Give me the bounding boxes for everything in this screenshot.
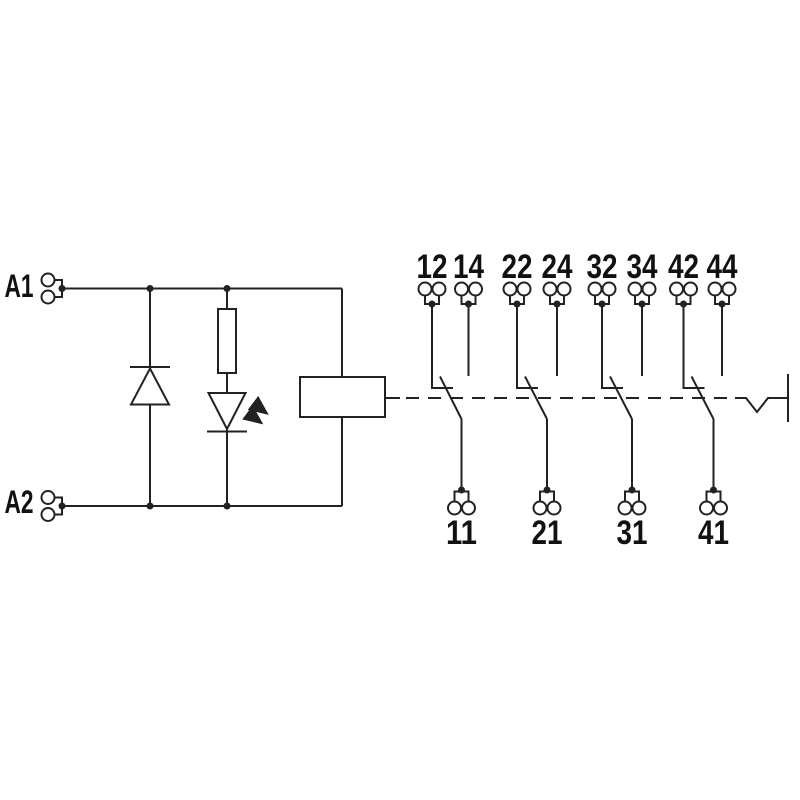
nc-terminal-label: 12 [417,248,448,286]
terminal-circle [468,281,483,297]
nc-contact-wire [431,304,453,389]
contact-group-3: 32 34 31 [587,248,658,552]
junction-dot [223,502,231,510]
nc-terminal-label: 32 [587,248,618,286]
common-terminal-label: 11 [446,514,477,552]
switch-arm [524,376,548,420]
junction-dot [146,285,154,292]
switch-arm [439,376,463,420]
terminal-circle [542,281,558,297]
terminal-circle [40,507,56,522]
terminal-circle [431,281,447,297]
nc-terminal-label: 42 [668,248,699,286]
terminal-circle [601,281,617,297]
junction-dot [223,285,231,292]
resistor-icon [217,308,237,374]
terminal-a2: A2 [5,484,66,522]
terminal-circle [40,490,56,505]
terminal-a1: A1 [5,268,66,305]
terminal-circle [683,281,698,297]
a2-label: A2 [5,484,34,520]
diode-triangle [129,366,171,406]
relay-coil-branch [299,288,400,506]
terminal-circle [627,281,643,297]
nc-contact-wire [682,304,705,389]
terminal-circle [707,281,723,297]
nc-contact-wire [601,304,623,389]
contact-group-1: 12 14 11 [417,248,485,552]
terminal-circle [417,281,433,297]
light-emission-arrow [242,405,264,425]
terminal-bracket [624,490,640,502]
no-terminal-label: 44 [707,248,738,286]
led-icon [206,392,269,433]
actuator-link [406,374,789,422]
terminal-circle [713,500,728,516]
terminal-circle [40,272,56,288]
led-indicator-branch [206,285,269,510]
terminal-circle [617,500,633,516]
terminal-circle [699,500,714,516]
actuator-kink [735,397,788,414]
freewheel-diode-branch [129,285,171,510]
terminal-bracket [705,490,722,502]
a1-label: A1 [5,268,34,304]
no-terminal-label: 24 [542,248,573,286]
nc-terminal-label: 22 [502,248,533,286]
terminal-circle [669,281,684,297]
terminal-circle [516,281,532,297]
light-emission-arrow [247,395,269,415]
junction-dot [146,502,154,510]
terminal-circle [631,500,647,516]
common-terminal-label: 31 [617,514,648,552]
terminal-circle [447,500,462,516]
switch-arm [690,376,715,420]
terminal-circle [461,500,476,516]
terminal-circle [556,281,572,297]
terminal-circle [721,281,737,297]
nc-contact-wire [516,304,538,389]
terminal-circle [454,281,469,297]
terminal-circle [532,500,548,516]
coil-input-circuit: A1 A2 [5,268,400,522]
led-triangle [206,392,248,432]
common-terminal-label: 21 [532,514,563,552]
terminal-circle [502,281,518,297]
common-terminal-label: 41 [698,514,729,552]
diode-icon [129,366,171,406]
contact-group-2: 22 24 21 [502,248,573,552]
terminal-bracket [539,490,555,502]
contact-group-4: 42 44 41 [668,248,738,552]
terminal-circle [546,500,562,516]
relay-coil-icon [299,376,386,418]
terminal-bracket [453,490,470,502]
no-terminal-label: 34 [627,248,658,286]
switch-arm [609,376,633,420]
terminal-circle [40,289,56,305]
terminal-circle [641,281,657,297]
no-terminal-label: 14 [453,248,484,286]
terminal-circle [587,281,603,297]
